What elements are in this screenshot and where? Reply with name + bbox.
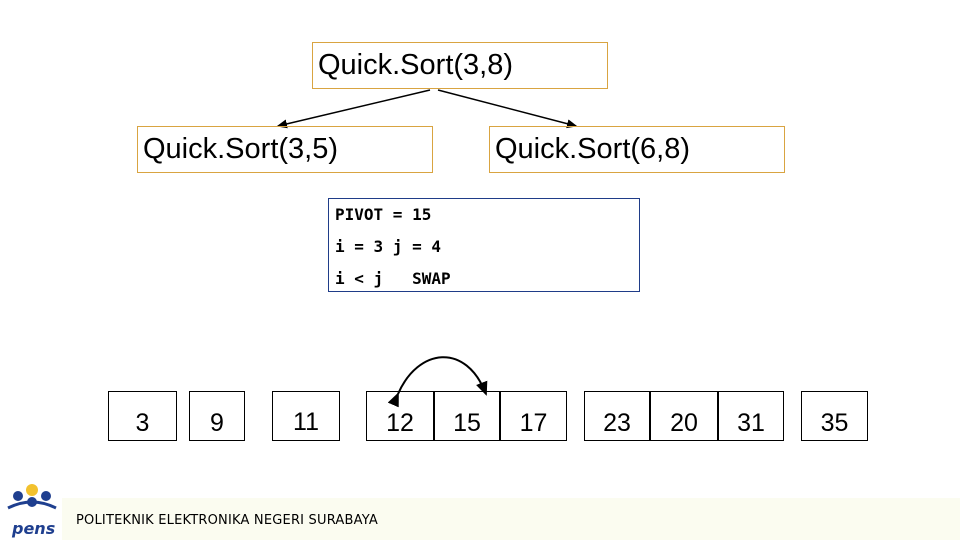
- node-quicksort-6-8: Quick.Sort(6,8): [489, 126, 785, 173]
- pens-logo-icon: pens: [7, 484, 57, 538]
- node-quicksort-3-5: Quick.Sort(3,5): [137, 126, 433, 173]
- array-cell: 15: [434, 391, 500, 441]
- pivot-line: PIVOT = 15: [335, 205, 432, 224]
- array-cell: 35: [801, 391, 868, 441]
- array-cell: 31: [718, 391, 784, 441]
- index-line: i = 3 j = 4: [335, 237, 441, 256]
- institution-name: POLITEKNIK ELEKTRONIKA NEGERI SURABAYA: [76, 513, 378, 528]
- array-cell: 9: [189, 391, 245, 441]
- logo-wordmark: pens: [11, 519, 55, 538]
- array-cell: 11: [272, 391, 340, 441]
- node-quicksort-3-8: Quick.Sort(3,8): [312, 42, 608, 89]
- swap-line: i < j SWAP: [335, 269, 451, 288]
- footer-band: [62, 498, 960, 540]
- array-cell: 3: [108, 391, 177, 441]
- edge-root-left: [276, 89, 431, 129]
- array-cell: 23: [584, 391, 650, 441]
- footer: POLITEKNIK ELEKTRONIKA NEGERI SURABAYA: [0, 494, 960, 540]
- array-cell: 12: [366, 391, 434, 441]
- array-cell: 20: [650, 391, 718, 441]
- array-cell: 17: [500, 391, 567, 441]
- node-label: Quick.Sort(3,5): [143, 133, 338, 165]
- swap-arrow: [387, 356, 488, 408]
- edge-root-right: [437, 89, 578, 129]
- node-label: Quick.Sort(3,8): [318, 49, 513, 81]
- pivot-info-box: PIVOT = 15 i = 3 j = 4 i < j SWAP: [328, 198, 640, 292]
- node-label: Quick.Sort(6,8): [495, 133, 690, 165]
